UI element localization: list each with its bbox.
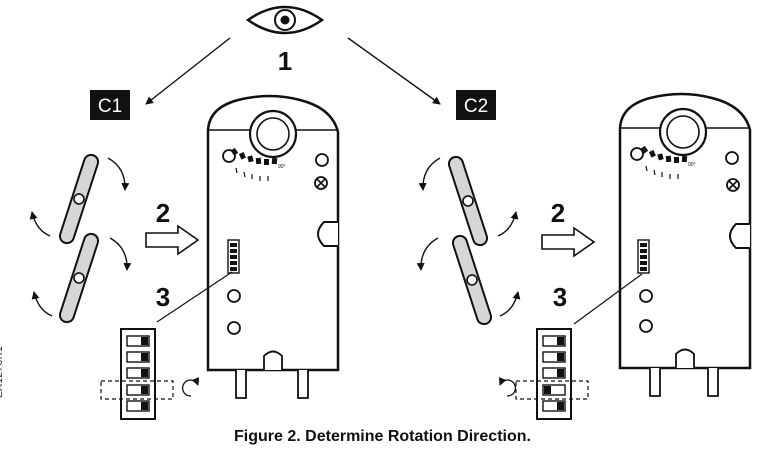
dip-switch-small-c2 <box>637 239 650 274</box>
damper-blade-c2-upper <box>447 155 489 247</box>
position-scale-c1: 90° <box>230 147 286 181</box>
actuator-body-c2: 90° <box>618 92 752 397</box>
document-id: EA1276R1 <box>0 345 5 398</box>
view-arrow-c1 <box>145 224 200 256</box>
c2-tag: C2 <box>456 90 496 120</box>
damper-blade-c2-lower <box>451 234 493 326</box>
dip-switch-detail-c2 <box>498 328 589 420</box>
dip-switch-small-c1 <box>227 239 240 274</box>
view-arrow-c2 <box>541 226 596 258</box>
leader-line-c1 <box>156 271 233 323</box>
c1-tag: C1 <box>90 90 130 120</box>
actuator-body-c1: 90° <box>206 94 340 399</box>
step-number-view-c1: 2 <box>156 198 170 228</box>
step-number-switch-c2: 3 <box>553 282 567 312</box>
position-scale-c2: 90° <box>640 145 696 179</box>
selected-switch-outline-c1 <box>100 380 174 400</box>
leader-line-c2 <box>573 273 643 325</box>
scale-end-label-c1: 90° <box>278 164 286 170</box>
step-number-view-c2: 2 <box>551 198 565 228</box>
c1-label: C1 <box>98 96 122 117</box>
figure-caption: Figure 2. Determine Rotation Direction. <box>234 428 531 445</box>
dip-switch-detail-c1 <box>100 328 200 420</box>
step-number-eye: 1 <box>278 46 292 76</box>
rotation-arrows-c1 <box>29 157 132 317</box>
damper-blade-c1-upper <box>58 153 100 245</box>
counterclockwise-icon <box>498 377 516 397</box>
step-number-switch-c1: 3 <box>156 282 170 312</box>
c2-label: C2 <box>464 96 488 117</box>
damper-blade-c1-lower <box>58 232 100 324</box>
selected-switch-outline-c2 <box>515 380 589 400</box>
arrow-to-c2 <box>347 37 441 105</box>
eye-icon <box>245 5 325 35</box>
rotation-arrows-c2 <box>416 157 521 317</box>
clockwise-icon <box>182 377 200 397</box>
arrow-to-c1 <box>145 37 231 105</box>
scale-end-label-c2: 90° <box>688 162 696 168</box>
